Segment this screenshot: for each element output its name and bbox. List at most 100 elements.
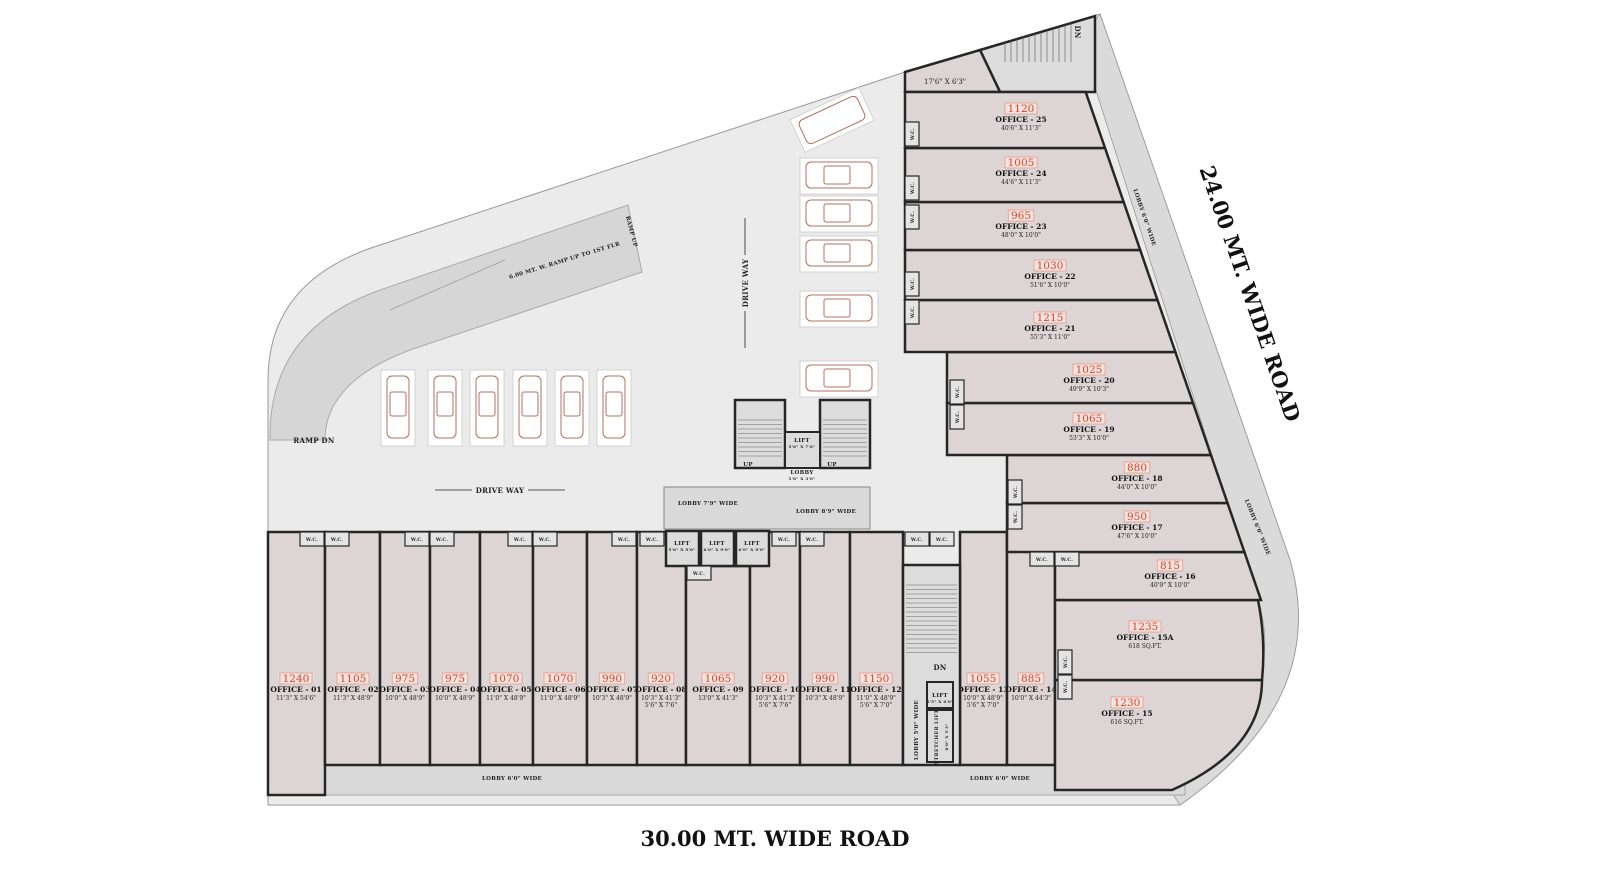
office-name: OFFICE - 25 [995,115,1046,124]
stretcher-lift-label: STRETCHER LIFT [934,710,940,765]
office-area: 990 [602,673,622,685]
office-name: OFFICE - 11 [799,685,850,694]
office-outline [428,530,482,767]
wc-label: W.C. [910,306,916,319]
top-lift-dim: 5'6" X 7'6" [789,444,816,449]
car-roof [823,203,851,223]
office-dimensions: 11'0" X 48'9" [486,695,526,702]
drive-way-vertical-label: DRIVE WAY [741,258,750,307]
wc-label: W.C. [805,537,818,543]
office-dimensions: 10'0" X 44'3" [1011,695,1051,702]
wc-label: W.C. [1063,656,1069,669]
top-lift-label: LIFT [794,438,810,444]
office-name: OFFICE - 20 [1063,376,1114,385]
car-icon [798,95,866,145]
parking-bay [799,157,879,195]
wc-outline [611,531,637,547]
wc-label: W.C. [645,537,658,543]
office-dimensions: 47'6" X 10'0" [1117,533,1157,540]
office-dimensions: 53'3" X 10'0" [1069,435,1109,442]
area-badge [441,672,469,685]
wc-outline [904,175,920,201]
wc-outline [1057,649,1073,675]
top-lift [784,431,821,469]
office-dimensions: 51'6" X 10'0" [1030,282,1070,289]
wc-outline [429,531,455,547]
wc-label: W.C. [955,386,961,399]
parking-bay [380,369,416,447]
wc-outline [904,271,920,297]
office-name: OFFICE - 06 [534,685,585,694]
wc-cubicle: W.C. [949,379,965,405]
parking-bay [469,369,505,447]
office-name: OFFICE - 22 [1024,272,1075,281]
office-dimensions: 11'3" X 54'6" [276,695,316,702]
wc-cubicle: W.C. [1057,674,1073,700]
dn-bottom-label: DN [933,663,946,672]
office-area: 1150 [863,673,890,685]
office-dimensions: 44'0" X 10'0" [1117,484,1157,491]
area-badge [1033,259,1067,272]
top-room-dim: 17'6" X 6'3" [924,78,966,86]
area-badge [598,672,626,685]
office-name: OFFICE - 04 [429,685,480,694]
wc-label: W.C. [305,537,318,543]
wc-outline [1054,551,1080,567]
wc-cubicle: W.C. [1057,649,1073,675]
office-outline [958,530,1009,767]
wc-outline [639,531,665,547]
wc-outline [904,204,920,230]
office-outline [585,530,639,767]
area-badge [489,672,523,685]
office-outline [1053,598,1265,682]
car-roof [823,243,851,263]
ramp-dn-label: RAMP DN [293,436,335,445]
up-right-label: UP [827,462,837,468]
office-area: 975 [395,673,415,685]
office-dimensions: 48'0" X 10'0" [1001,232,1041,239]
office-name: OFFICE - 17 [1111,523,1162,532]
wc-cubicle: W.C. [929,531,955,547]
wc-label: W.C. [1060,557,1073,563]
bottom-road-label: 30.00 MT. WIDE ROAD [640,826,909,851]
office-outline [848,530,905,767]
parking-bay [789,87,875,153]
office-outline [798,530,852,767]
wc-outline [904,531,930,547]
wc-group: W.C. W.C. W.C. W.C. W.C. W.C. W.C. W.C. W.C. W.C.… [299,121,1080,700]
office-area: 1120 [1008,103,1035,115]
wc-label: W.C. [777,537,790,543]
wc-outline [324,531,350,547]
office-name: OFFICE - 24 [995,169,1046,178]
bottom-lift-dim: 5'5" X 6'0" [927,699,954,704]
office-dimensions: 618 SQ.FT. [1128,643,1161,650]
car-roof [823,165,851,185]
office-dimensions: 10'3" X 41'3" [641,695,681,702]
office-name: OFFICE - 23 [995,222,1046,231]
